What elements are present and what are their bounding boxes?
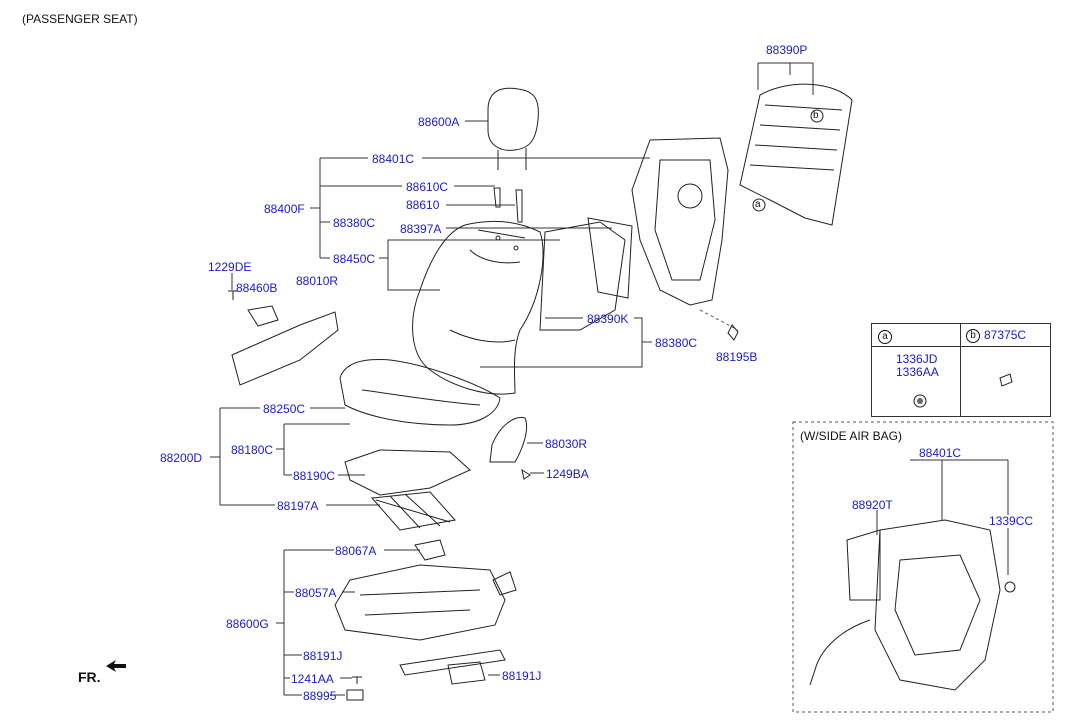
side-shield-drawing (228, 290, 339, 386)
part-label-88191J-right[interactable]: 88191J (502, 669, 542, 683)
front-direction-label: FR. (78, 669, 101, 685)
part-label-88400F[interactable]: 88400F (264, 202, 305, 216)
legend-a-letter: a (878, 329, 892, 344)
side-airbag-drawing (809, 459, 1016, 691)
part-label-88380C[interactable]: 88380C (655, 336, 698, 350)
part-label-88010R[interactable]: 88010R (296, 274, 339, 288)
side-airbag-frame (792, 421, 1054, 713)
legend-header (872, 324, 1050, 347)
part-label-88180C[interactable]: 88180C (231, 443, 274, 457)
seatback-frame-drawing (539, 137, 739, 341)
front-arrow-icon (106, 660, 126, 672)
part-label-88250C[interactable]: 88250C (263, 402, 306, 416)
legend-a-header: a (878, 328, 896, 346)
legend-b-part[interactable]: 87375C (984, 328, 1027, 342)
part-label-1241AA[interactable]: 1241AA (291, 672, 334, 686)
seat-frame-drawing (334, 539, 517, 701)
side-cover-drawing (489, 416, 531, 480)
legend-a-part-1[interactable]: 1336JD (896, 352, 938, 366)
part-label-88390P[interactable]: 88390P (766, 43, 808, 57)
callout-b: b (813, 110, 819, 121)
part-label-88610[interactable]: 88610 (406, 198, 440, 212)
part-label-88200D[interactable]: 88200D (160, 451, 203, 465)
part-label-88030R[interactable]: 88030R (545, 437, 588, 451)
part-label-88380C-top[interactable]: 88380C (333, 216, 376, 230)
side-airbag-title: (W/SIDE AIR BAG) (800, 429, 903, 443)
part-label-88600A[interactable]: 88600A (418, 115, 460, 129)
part-label-88610C[interactable]: 88610C (406, 180, 449, 194)
part-label-88401C-airbag[interactable]: 88401C (919, 446, 962, 460)
part-label-88067A[interactable]: 88067A (335, 544, 377, 558)
part-label-88390K[interactable]: 88390K (587, 312, 629, 326)
seat-cushion-drawing (339, 359, 501, 531)
part-label-1229DE[interactable]: 1229DE (208, 260, 252, 274)
part-label-88397A[interactable]: 88397A (400, 222, 442, 236)
back-cover-drawing (739, 83, 853, 226)
part-label-88195B[interactable]: 88195B (716, 350, 758, 364)
part-label-88057A[interactable]: 88057A (295, 586, 337, 600)
part-label-1249BA[interactable]: 1249BA (546, 467, 589, 481)
part-label-88995[interactable]: 88995 (303, 689, 337, 703)
legend-b-header: b 87375C (966, 328, 1026, 343)
part-label-88191J-left[interactable]: 88191J (303, 649, 343, 663)
part-label-88197A[interactable]: 88197A (277, 499, 319, 513)
legend-b-letter: b (966, 328, 980, 343)
fastener-legend: a b 87375C 1336JD 1336AA (871, 323, 1051, 417)
part-label-88460B[interactable]: 88460B (236, 281, 278, 295)
legend-divider (960, 324, 961, 416)
part-label-88190C[interactable]: 88190C (293, 469, 336, 483)
part-label-88920T[interactable]: 88920T (852, 498, 893, 512)
page-title: (PASSENGER SEAT) (22, 12, 138, 26)
seatback-cushion-drawing (412, 220, 544, 395)
part-label-1339CC[interactable]: 1339CC (989, 514, 1034, 528)
headrest-drawing (487, 87, 539, 223)
callout-a: a (755, 199, 761, 210)
part-label-88450C[interactable]: 88450C (333, 252, 376, 266)
legend-a-part-2[interactable]: 1336AA (896, 365, 939, 379)
legend-fastener-icons (913, 373, 1013, 408)
part-label-88600G[interactable]: 88600G (226, 617, 269, 631)
leader-lines (210, 62, 814, 696)
part-label-88401C[interactable]: 88401C (372, 152, 415, 166)
